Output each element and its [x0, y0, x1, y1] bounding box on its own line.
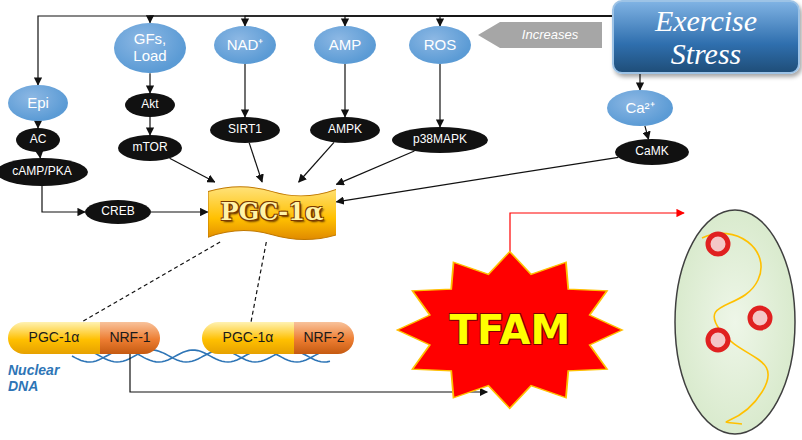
node-text: AMPK — [328, 123, 362, 136]
signal-arrow — [249, 143, 262, 182]
signal-arrow — [336, 151, 414, 184]
signal-arrow — [244, 64, 245, 117]
node-text: Exercise Stress — [626, 4, 786, 70]
mtdna-ring — [708, 330, 728, 350]
mtdna-ring — [708, 234, 728, 254]
signal-ellipse: NAD⁺ — [214, 26, 276, 64]
node-text: PGC-1α — [221, 199, 324, 225]
complex-part: PGC-1α — [202, 322, 294, 354]
signal-arrow — [170, 158, 215, 182]
kinase-ellipse: AMPK — [310, 117, 380, 143]
signal-arrow — [299, 142, 334, 182]
signal-arrow — [439, 64, 440, 127]
binding-line — [251, 242, 266, 322]
signal-arrow — [639, 74, 640, 90]
kinase-ellipse: CREB — [85, 200, 151, 224]
signal-arrow — [645, 126, 649, 139]
mitochondrion — [675, 210, 795, 434]
node-text: SIRT1 — [228, 123, 262, 136]
stimulus-box: Exercise Stress — [612, 0, 800, 74]
kinase-ellipse: cAMP/PKA — [0, 158, 88, 186]
signal-ellipse: Ca²⁺ — [607, 90, 673, 126]
node-text: cAMP/PKA — [12, 165, 71, 178]
signal-arrow — [38, 16, 612, 85]
node-text: CaMK — [635, 145, 668, 158]
signal-ellipse: AMP — [314, 26, 376, 64]
mtdna-ring — [750, 308, 770, 328]
binding-line — [82, 242, 220, 322]
node-text: AC — [30, 133, 47, 146]
node-text: NRF-1 — [109, 330, 150, 345]
node-text: Epi — [27, 95, 49, 112]
node-text: TFAM — [450, 308, 571, 352]
node-text: NRF-2 — [303, 330, 344, 345]
increases-label: Increases — [500, 26, 600, 44]
signal-arrow — [245, 16, 612, 26]
signal-arrow — [149, 117, 150, 135]
signal-arrow — [150, 16, 612, 23]
signal-ellipse: GFs, Load — [114, 23, 185, 74]
complex-part: NRF-2 — [294, 322, 354, 354]
signal-arrow — [344, 64, 345, 117]
label-text: Increases — [500, 26, 600, 44]
kinase-ellipse: CaMK — [615, 139, 689, 165]
node-text: AMP — [329, 37, 362, 54]
signal-arrow — [440, 16, 612, 26]
kinase-ellipse: Akt — [125, 93, 175, 117]
increases-arrow — [478, 22, 602, 48]
kinase-ellipse: SIRT1 — [210, 117, 280, 143]
signal-ellipse: ROS — [409, 26, 471, 64]
tfam-import-arrow — [510, 213, 684, 252]
signal-arrow — [149, 73, 150, 93]
node-text: Akt — [141, 98, 158, 111]
signal-arrow — [37, 121, 38, 128]
label-text: Nuclear DNA — [8, 362, 74, 394]
tfam-star: TFAM — [395, 250, 624, 410]
complex-part: NRF-1 — [100, 322, 160, 354]
dna-label: Nuclear DNA — [8, 362, 74, 394]
signal-arrow — [42, 186, 85, 212]
complex-part: PGC-1α — [8, 322, 100, 354]
node-text: PGC-1α — [29, 330, 80, 345]
node-text: Ca²⁺ — [625, 100, 654, 117]
node-text: CREB — [101, 205, 134, 218]
coactivator-banner: PGC-1α — [208, 182, 337, 242]
node-text: mTOR — [132, 141, 167, 154]
kinase-ellipse: mTOR — [118, 135, 182, 161]
kinase-ellipse: AC — [16, 128, 60, 152]
node-text: NAD⁺ — [227, 37, 264, 54]
node-text: p38MAPK — [413, 133, 467, 146]
signal-arrow — [336, 157, 618, 202]
kinase-ellipse: p38MAPK — [392, 127, 488, 153]
node-text: ROS — [424, 37, 457, 54]
node-text: GFs, Load — [128, 31, 172, 64]
signal-arrow — [345, 16, 612, 26]
signal-arrow — [151, 211, 208, 212]
node-text: PGC-1α — [223, 330, 274, 345]
signal-ellipse: Epi — [8, 85, 68, 121]
